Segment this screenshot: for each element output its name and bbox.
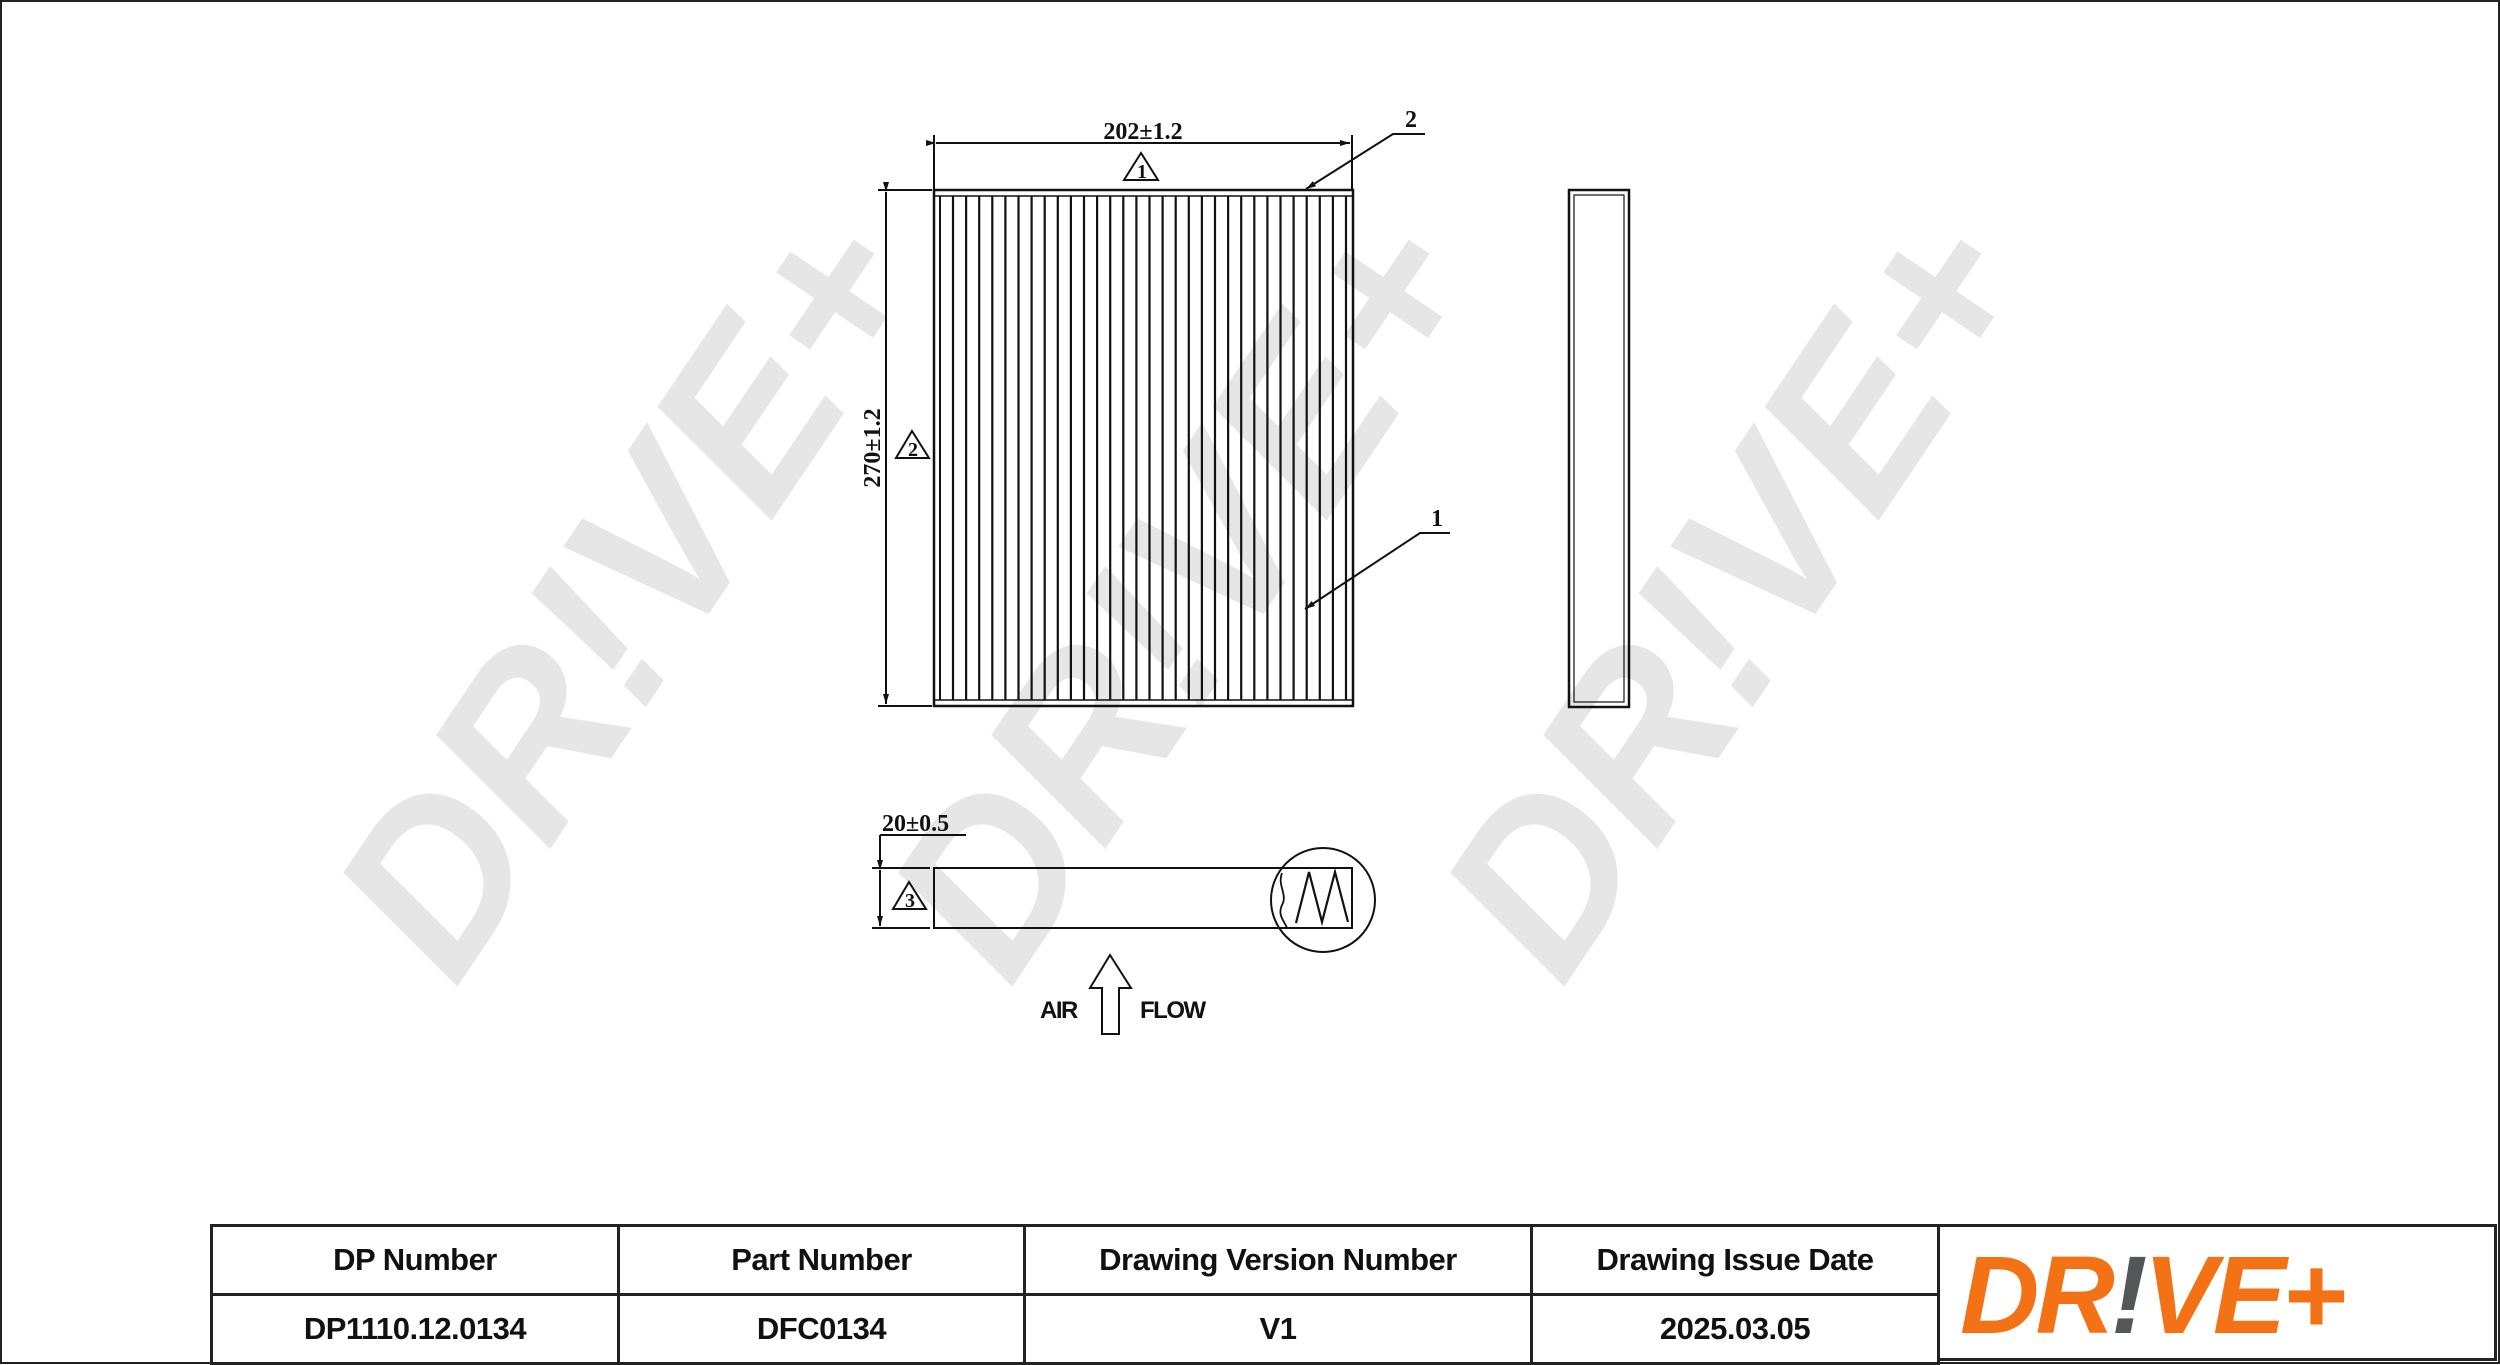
- title-block-value-row: DP1110.12.0134 DFC0134 V1 2025.03.05: [210, 1293, 1940, 1365]
- callout-1: 1: [1304, 506, 1450, 610]
- header-issue-date: Drawing Issue Date: [1530, 1224, 1940, 1296]
- svg-text:1: 1: [1431, 506, 1443, 532]
- value-part-number: DFC0134: [617, 1293, 1026, 1365]
- svg-text:2: 2: [908, 439, 918, 461]
- value-issue-date: 2025.03.05: [1530, 1293, 1940, 1365]
- header-part-number: Part Number: [617, 1224, 1026, 1296]
- width-dimension: [926, 135, 1353, 190]
- svg-text:3: 3: [905, 890, 915, 912]
- filter-top-view: [932, 188, 1355, 708]
- filter-pleats: [951, 196, 1348, 700]
- header-drawing-version: Drawing Version Number: [1023, 1224, 1533, 1296]
- svg-text:DR!VE+: DR!VE+: [1960, 1234, 2344, 1357]
- logo-text-ve-plus: VE+: [2144, 1234, 2345, 1357]
- height-dimension-label: 270±1.2: [860, 408, 886, 487]
- thickness-dimension: [872, 834, 966, 929]
- arrow-up-outline-icon: [1088, 953, 1133, 1035]
- logo-exclamation-mark: !: [2111, 1234, 2146, 1357]
- marker-triangle-3: 3: [891, 880, 928, 912]
- filter-side-view: [1567, 188, 1631, 709]
- marker-triangle-1: 1: [1122, 151, 1160, 183]
- thickness-dimension-label: 20±0.5: [882, 811, 949, 837]
- filter-outline: [932, 188, 1355, 708]
- logo-text-dr: DR: [1960, 1234, 2114, 1357]
- title-block-table: DP Number Part Number Drawing Version Nu…: [210, 1224, 1940, 1365]
- title-block-header-row: DP Number Part Number Drawing Version Nu…: [210, 1224, 1940, 1296]
- brand-logo-cell: DR!VE+: [1937, 1224, 2497, 1361]
- width-dimension-label: 202±1.2: [1103, 119, 1182, 145]
- svg-text:1: 1: [1137, 161, 1147, 183]
- brand-logo: DR!VE+: [1960, 1234, 2348, 1357]
- callout-2: 2: [1305, 107, 1425, 190]
- svg-text:2: 2: [1405, 107, 1417, 133]
- airflow-label-flow: FLOW: [1140, 997, 1206, 1024]
- marker-triangle-2: 2: [894, 429, 931, 461]
- value-drawing-version: V1: [1023, 1293, 1533, 1365]
- airflow-label-air: AIR: [1040, 997, 1078, 1024]
- height-dimension: [878, 182, 932, 707]
- header-dp-number: DP Number: [210, 1224, 620, 1296]
- filter-section-view: [933, 847, 1376, 953]
- value-dp-number: DP1110.12.0134: [210, 1293, 620, 1365]
- watermark-group: DR!VE+ DR!VE+ DR!VE+: [283, 169, 2078, 1017]
